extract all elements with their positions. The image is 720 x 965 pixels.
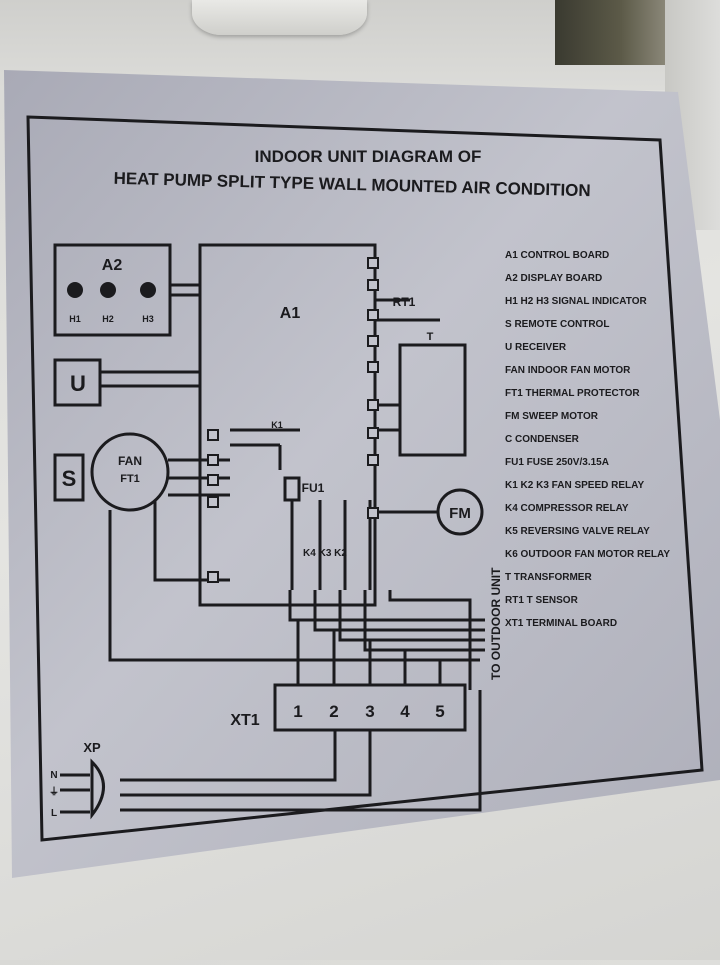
- ft1-label: FT1: [120, 473, 140, 485]
- fu1-label: FU1: [302, 481, 325, 495]
- legend-item: A2 DISPLAY BOARD: [505, 273, 602, 284]
- unit-latch: [192, 0, 367, 35]
- led-h2-icon: [100, 282, 116, 298]
- led-h1-icon: [67, 282, 83, 298]
- diagram-title-line1: INDOOR UNIT DIAGRAM OF: [255, 147, 482, 166]
- legend-item: C CONDENSER: [505, 434, 580, 445]
- xt1-terminal-2: 2: [329, 702, 338, 721]
- sticker-sheet: [4, 70, 720, 878]
- a1-label: A1: [280, 305, 301, 322]
- legend-item: FT1 THERMAL PROTECTOR: [505, 388, 640, 399]
- xt1-terminal-3: 3: [365, 702, 374, 721]
- xp-pin-ground: ⏚: [49, 786, 59, 798]
- legend-item: A1 CONTROL BOARD: [505, 250, 609, 261]
- legend-list: A1 CONTROL BOARD A2 DISPLAY BOARD H1 H2 …: [505, 250, 670, 629]
- led-h3-label: H3: [142, 314, 154, 324]
- xt1-label: XT1: [230, 712, 259, 729]
- legend-item: K6 OUTDOOR FAN MOTOR RELAY: [505, 549, 670, 560]
- xt1-terminal-4: 4: [400, 702, 410, 721]
- xt1-terminal-5: 5: [435, 702, 444, 721]
- fan-label: FAN: [118, 454, 142, 468]
- legend-item: RT1 T SENSOR: [505, 595, 579, 606]
- legend-item: H1 H2 H3 SIGNAL INDICATOR: [505, 296, 647, 307]
- u-label: U: [70, 371, 86, 396]
- led-h1-label: H1: [69, 314, 81, 324]
- led-h3-icon: [140, 282, 156, 298]
- legend-item: XT1 TERMINAL BOARD: [505, 618, 617, 629]
- outdoor-unit-label: TO OUTDOOR UNIT: [489, 567, 503, 680]
- legend-item: K4 COMPRESSOR RELAY: [505, 503, 629, 514]
- a1-control-board: [198, 243, 377, 607]
- s-label: S: [62, 466, 77, 491]
- legend-item: FM SWEEP MOTOR: [505, 411, 599, 422]
- rt1-label: RT1: [393, 295, 416, 309]
- s-remote-box: [53, 453, 85, 502]
- a2-display-board: [53, 243, 172, 337]
- xp-pin-n: N: [50, 770, 57, 781]
- led-h2-label: H2: [102, 314, 114, 324]
- u-receiver-box: [53, 358, 102, 407]
- t-label: T: [427, 331, 434, 343]
- xt1-terminal-1: 1: [293, 702, 302, 721]
- transformer-box: [398, 343, 467, 457]
- legend-item: FAN INDOOR FAN MOTOR: [505, 365, 631, 376]
- relay-k4k3k2-label: K4 K3 K2: [303, 548, 347, 559]
- xp-pin-l: L: [51, 808, 57, 819]
- diagram-frame: [26, 115, 704, 842]
- legend-item: S REMOTE CONTROL: [505, 319, 609, 330]
- fm-label: FM: [449, 505, 471, 522]
- k1-label: K1: [271, 420, 283, 430]
- wall-gap-shadow: [555, 0, 665, 65]
- legend-item: K5 REVERSING VALVE RELAY: [505, 526, 650, 537]
- legend-item: FU1 FUSE 250V/3.15A: [505, 457, 609, 468]
- xp-label: XP: [83, 740, 101, 755]
- legend-item: U RECEIVER: [505, 342, 567, 353]
- fan-motor-circle: [90, 432, 170, 512]
- legend-item: T TRANSFORMER: [505, 572, 592, 583]
- legend-item: K1 K2 K3 FAN SPEED RELAY: [505, 480, 644, 491]
- a2-label: A2: [102, 257, 123, 274]
